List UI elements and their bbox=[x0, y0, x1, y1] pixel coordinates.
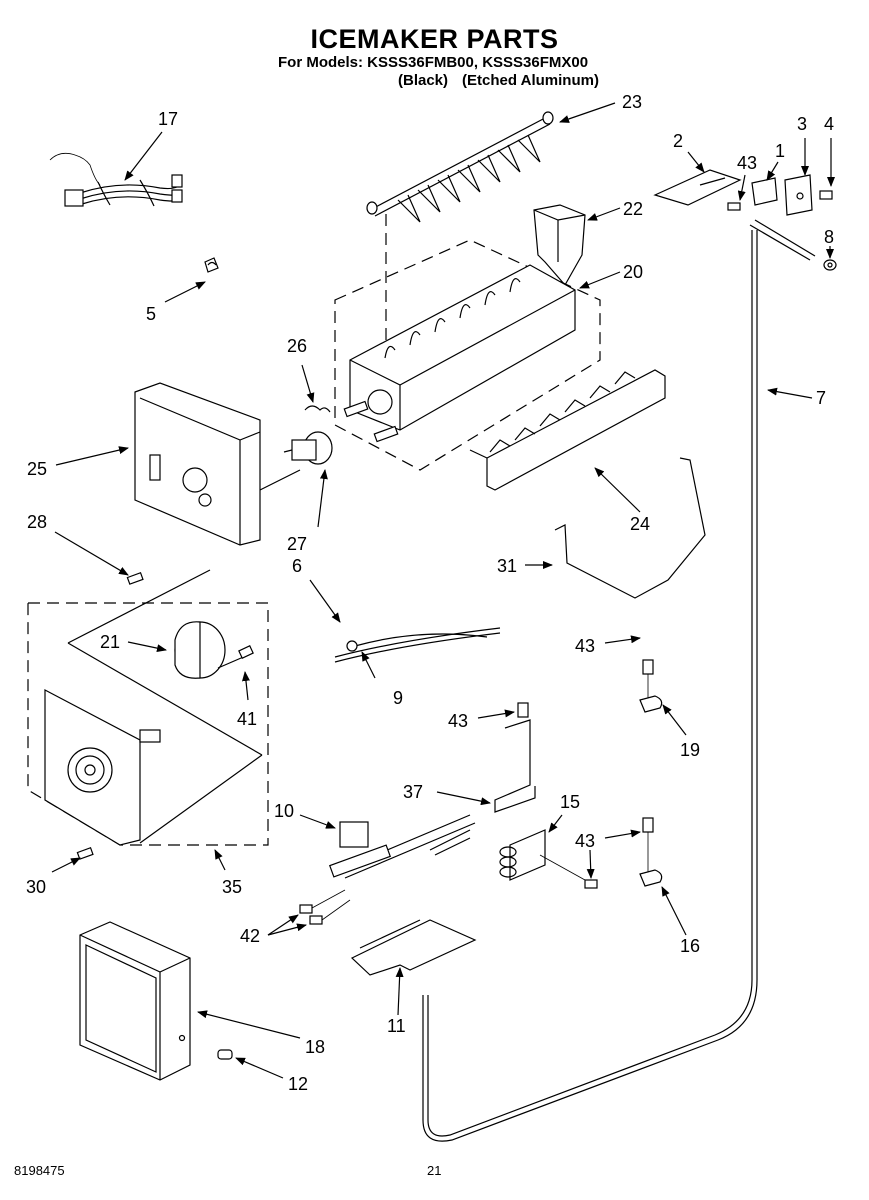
part-screw-28 bbox=[126, 572, 144, 585]
callout-17: 17 bbox=[158, 109, 178, 129]
part-plug-12 bbox=[217, 1049, 233, 1060]
part-screw-41 bbox=[217, 645, 254, 669]
callout-2: 2 bbox=[673, 131, 683, 151]
callout-10: 10 bbox=[274, 801, 294, 821]
part-mold bbox=[334, 239, 601, 471]
callout-28: 28 bbox=[27, 512, 47, 532]
callout-labels: 17 5 23 2 43 1 3 4 22 8 20 26 7 25 28 27… bbox=[26, 92, 834, 1094]
callout-4: 4 bbox=[824, 114, 834, 134]
module-outline bbox=[27, 602, 269, 846]
document-number: 8198475 bbox=[14, 1163, 65, 1178]
callout-6: 6 bbox=[292, 556, 302, 576]
callout-16: 16 bbox=[680, 936, 700, 956]
callout-43-bracket37: 43 bbox=[448, 711, 468, 731]
part-ejector bbox=[366, 111, 554, 370]
part-control-housing bbox=[134, 382, 261, 546]
part-bracket-37 bbox=[494, 702, 536, 813]
part-wire-harness bbox=[49, 152, 183, 207]
models-line: For Models: KSSS36FMB00, KSSS36FMX00 bbox=[278, 54, 589, 71]
callout-18: 18 bbox=[305, 1037, 325, 1057]
part-bracket-3 bbox=[784, 174, 813, 216]
part-water-tube bbox=[422, 230, 758, 1142]
callout-43-top: 43 bbox=[737, 153, 757, 173]
callout-26: 26 bbox=[287, 336, 307, 356]
part-fill-tube-upper bbox=[749, 219, 816, 261]
callout-20: 20 bbox=[623, 262, 643, 282]
part-tube-9 bbox=[346, 633, 488, 652]
callout-5: 5 bbox=[146, 304, 156, 324]
part-shield-11 bbox=[350, 919, 477, 976]
callout-30: 30 bbox=[26, 877, 46, 897]
part-screws-42 bbox=[299, 889, 351, 925]
callout-31: 31 bbox=[497, 556, 517, 576]
callout-43-clamp16: 43 bbox=[575, 831, 595, 851]
part-shutoff-wire bbox=[554, 457, 706, 599]
callout-3: 3 bbox=[797, 114, 807, 134]
callout-1: 1 bbox=[775, 141, 785, 161]
part-screw-30 bbox=[76, 847, 94, 860]
callout-9: 9 bbox=[393, 688, 403, 708]
model-variant-etched-aluminum: (Etched Aluminum) bbox=[462, 72, 599, 89]
callout-27: 27 bbox=[287, 534, 307, 554]
part-shutoff-arm bbox=[304, 405, 331, 413]
part-washer-8 bbox=[823, 259, 837, 271]
callout-43-clamp19: 43 bbox=[575, 636, 595, 656]
part-motor bbox=[174, 621, 226, 679]
part-thermostat bbox=[283, 431, 333, 465]
part-ice-stripper bbox=[469, 369, 666, 491]
callout-35: 35 bbox=[222, 877, 242, 897]
callout-21: 21 bbox=[100, 632, 120, 652]
callout-11: 11 bbox=[387, 1016, 406, 1036]
part-clamp-16 bbox=[639, 817, 663, 887]
callout-12: 12 bbox=[288, 1074, 308, 1094]
part-screw-43-top bbox=[727, 202, 741, 211]
part-clamp-19 bbox=[639, 659, 663, 713]
part-cover-18 bbox=[79, 921, 191, 1081]
part-screw-4 bbox=[819, 190, 833, 200]
model-variant-black: (Black) bbox=[398, 72, 449, 89]
leader-lines bbox=[51, 102, 835, 1079]
callout-8: 8 bbox=[824, 227, 834, 247]
callout-41: 41 bbox=[237, 709, 257, 729]
callout-23: 23 bbox=[622, 92, 642, 112]
callout-7: 7 bbox=[816, 388, 826, 408]
callout-19: 19 bbox=[680, 740, 700, 760]
part-fitting-1 bbox=[751, 177, 778, 206]
callout-15: 15 bbox=[560, 792, 580, 812]
page-title: ICEMAKER PARTS bbox=[310, 24, 559, 54]
part-clamp-15 bbox=[499, 829, 598, 889]
part-water-valve bbox=[328, 814, 476, 879]
part-module-plate bbox=[44, 689, 161, 846]
callout-24: 24 bbox=[630, 514, 650, 534]
callout-25: 25 bbox=[27, 459, 47, 479]
callout-42: 42 bbox=[240, 926, 260, 946]
part-fill-cup bbox=[533, 204, 586, 287]
part-cover-2 bbox=[653, 169, 742, 206]
callout-37: 37 bbox=[403, 782, 423, 802]
callout-22: 22 bbox=[623, 199, 643, 219]
page-number: 21 bbox=[427, 1163, 442, 1178]
part-clip bbox=[204, 257, 219, 273]
